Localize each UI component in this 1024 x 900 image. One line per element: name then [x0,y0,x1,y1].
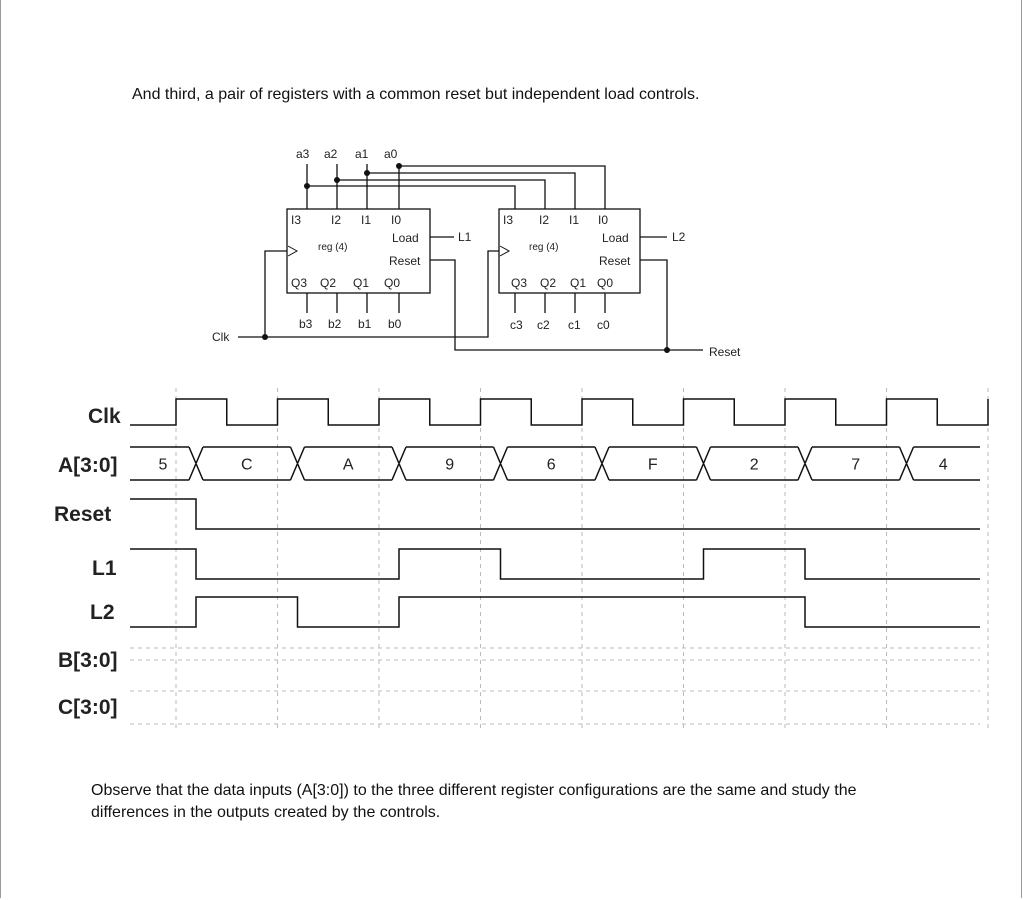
reg-b-pin-i2: I2 [331,213,341,227]
reg-c-pin-i1: I1 [569,213,579,227]
load-label-l2: L2 [672,230,686,244]
reg-c-name: reg (4) [529,242,558,253]
a-bus-value: 5 [159,457,168,474]
reg-b-pin-i1: I1 [361,213,371,227]
reg-b-pin-q0: Q0 [384,276,400,290]
a-bus-outline [130,446,980,481]
signal-label-clk: Clk [88,405,121,428]
reg-c-pin-q0: Q0 [597,276,613,290]
clk-waveform [130,398,989,426]
reset-waveform [130,498,980,530]
a-bus-value: A [343,457,354,474]
input-label-a2: a2 [324,147,338,161]
output-label-c0: c0 [597,318,610,332]
signal-label-l2: L2 [90,601,115,624]
reg-b-pin-q3: Q3 [291,276,307,290]
reg-b-pin-i3: I3 [291,213,301,227]
a-bus-waveform: 5 C A 9 6 F 2 7 4 [130,446,980,481]
a-bus-value: C [241,457,253,474]
reg-b-reset-pin: Reset [389,254,421,268]
a-bus-value: 7 [851,457,860,474]
reg-b-pin-i0: I0 [391,213,401,227]
a-bus-value: 2 [750,457,759,474]
l2-waveform [130,596,980,628]
schematic: a3 a2 a1 a0 I3 I2 I1 I0 Load reg (4) Res… [212,147,741,359]
output-label-c2: c2 [537,318,550,332]
output-label-b2: b2 [328,317,342,331]
load-label-l1: L1 [458,230,472,244]
signal-label-reset: Reset [54,503,111,526]
l1-waveform [130,548,980,580]
output-label-b3: b3 [299,317,313,331]
signal-label-b: B[3:0] [58,649,118,672]
clk-label: Clk [212,330,230,344]
reg-c-load-pin: Load [602,231,629,245]
a-bus-value: 9 [445,457,454,474]
register-b: I3 I2 I1 I0 Load reg (4) Reset Q3 Q2 Q1 … [286,208,431,331]
reg-c-pin-q3: Q3 [511,276,527,290]
reset-wire [430,259,703,353]
reg-c-reset-pin: Reset [599,254,631,268]
input-label-a0: a0 [384,147,398,161]
reg-c-pin-i3: I3 [503,213,513,227]
clock-wire [238,250,499,340]
reset-label: Reset [709,345,741,359]
timing-labels: Clk A[3:0] Reset L1 L2 B[3:0] C[3:0] [54,405,121,719]
input-label-a1: a1 [355,147,369,161]
reg-b-pin-q1: Q1 [353,276,369,290]
input-label-a3: a3 [296,147,310,161]
signal-label-l1: L1 [92,557,117,580]
a-bus-value: 4 [939,457,948,474]
reg-b-pin-q2: Q2 [320,276,336,290]
signal-label-c: C[3:0] [58,696,118,719]
output-label-b0: b0 [388,317,402,331]
input-bus-wires [304,163,606,209]
register-c: I3 I2 I1 I0 Load reg (4) Reset Q3 Q2 Q1 … [498,208,641,332]
output-label-b1: b1 [358,317,372,331]
output-label-c1: c1 [568,318,581,332]
a-bus-value: F [648,457,658,474]
observation-text: Observe that the data inputs (A[3:0]) to… [91,782,857,821]
a-bus-value: 6 [547,457,556,474]
reg-b-load-pin: Load [392,231,419,245]
reg-b-name: reg (4) [318,242,347,253]
reg-c-pin-i0: I0 [598,213,608,227]
timing-grid [130,388,989,730]
reg-c-pin-q1: Q1 [570,276,586,290]
output-label-c3: c3 [510,318,523,332]
reg-c-pin-i2: I2 [539,213,549,227]
intro-text: And third, a pair of registers with a co… [132,86,700,103]
signal-label-a: A[3:0] [58,454,118,477]
reg-c-pin-q2: Q2 [540,276,556,290]
